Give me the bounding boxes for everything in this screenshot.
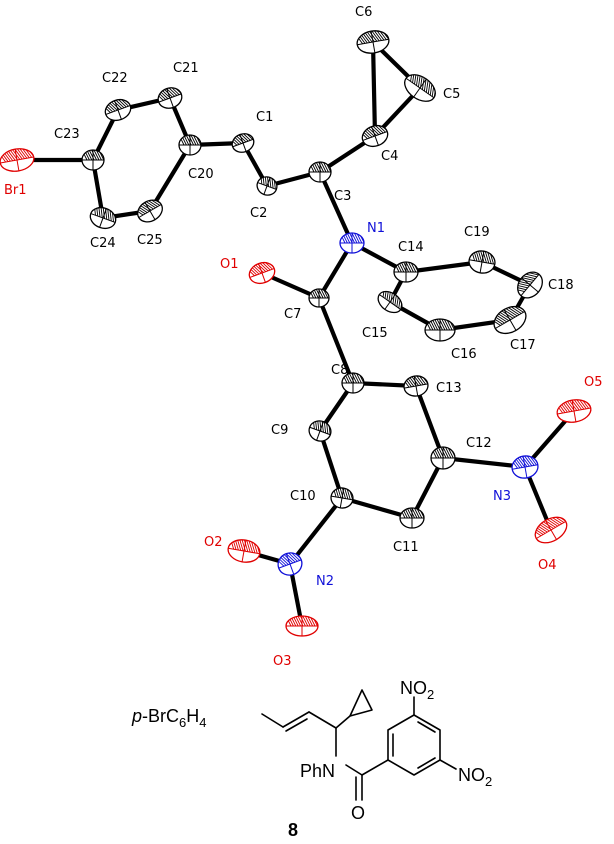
- atom-label-c17: C17: [510, 338, 536, 353]
- atom-c17: [489, 301, 530, 335]
- atom-label-c11: C11: [393, 540, 419, 555]
- scheme-no2-right-bond: [439, 759, 457, 770]
- atom-label-c1: C1: [256, 110, 273, 125]
- atom-br1: [0, 146, 36, 172]
- scheme-aryl-label: p-BrC6H4: [131, 706, 206, 730]
- atom-label-c15: C15: [362, 326, 388, 341]
- scheme-alkene-double: [285, 718, 308, 732]
- scheme-cyclopropyl-ring: [349, 689, 373, 717]
- bond-c12-n3: [440, 455, 528, 470]
- atom-n3: [510, 453, 540, 479]
- atom-o3: [285, 615, 319, 637]
- atom-c22: [102, 96, 134, 122]
- scheme-no2-top: NO2: [400, 678, 434, 702]
- atom-label-c10: C10: [290, 489, 316, 504]
- atom-label-c3: C3: [334, 189, 351, 204]
- scheme-chain-bond: [308, 711, 337, 729]
- atom-c4: [359, 122, 391, 148]
- atom-label-n1: N1: [367, 221, 385, 236]
- atom-c1: [229, 130, 257, 153]
- scheme-no2-right: NO2: [458, 765, 492, 789]
- atom-c20: [178, 134, 202, 156]
- bond-c10-n2: [287, 495, 345, 567]
- atom-label-c13: C13: [436, 381, 462, 396]
- atom-label-c25: C25: [137, 233, 163, 248]
- atom-label-o5: O5: [584, 375, 603, 390]
- scheme-aryl-chain-bond: [261, 713, 284, 728]
- atom-label-c8: C8: [331, 363, 348, 378]
- atom-n2: [274, 550, 305, 576]
- atom-c23: [81, 149, 105, 171]
- atom-label-c4: C4: [381, 149, 398, 164]
- atom-o2: [227, 537, 262, 563]
- ortep-atoms: [0, 28, 593, 637]
- atom-c7: [308, 288, 330, 308]
- atom-label-c19: C19: [464, 225, 490, 240]
- ortep-bonds: [14, 39, 577, 629]
- bond-c7-c8: [316, 295, 356, 386]
- atom-c2: [256, 174, 280, 196]
- atom-label-br1: Br1: [4, 183, 27, 198]
- atom-label-n3: N3: [493, 489, 511, 504]
- atom-c18: [512, 267, 543, 299]
- chemical-scheme: p-BrC6H4 NO2 NO2 PhN O 8: [131, 678, 492, 840]
- scheme-phn-label: PhN: [300, 761, 335, 781]
- atom-c14: [393, 261, 419, 283]
- bond-c20-c25: [147, 142, 193, 214]
- atom-c12: [430, 446, 456, 470]
- atom-o1: [246, 259, 278, 285]
- scheme-ring-double-bond: [417, 721, 436, 733]
- bond-c12-c13: [413, 383, 446, 461]
- atom-c19: [468, 248, 497, 274]
- atom-c21: [155, 84, 185, 109]
- atom-label-c9: C9: [271, 423, 288, 438]
- atom-label-c21: C21: [173, 61, 199, 76]
- bond-c3-n1: [317, 169, 355, 246]
- atom-label-c23: C23: [54, 127, 80, 142]
- atom-label-o2: O2: [204, 535, 223, 550]
- atom-label-c16: C16: [451, 347, 477, 362]
- scheme-carbonyl-n-bond: [345, 764, 363, 776]
- atom-label-c2: C2: [250, 206, 267, 221]
- atom-o4: [530, 511, 571, 544]
- scheme-aryl-carbonyl-bond: [361, 759, 389, 776]
- atom-label-c14: C14: [398, 240, 424, 255]
- scheme-cyclopropyl-bond: [335, 715, 351, 729]
- scheme-ring-double-bond: [417, 757, 436, 769]
- scheme-oxygen-label: O: [351, 803, 365, 823]
- atom-label-o3: O3: [273, 654, 292, 669]
- atom-c6: [355, 28, 391, 54]
- atom-c16: [424, 318, 456, 342]
- atom-label-c18: C18: [548, 278, 574, 293]
- bond-c9-c10: [317, 428, 345, 501]
- atom-c13: [402, 374, 430, 397]
- scheme-benzene-ring: [387, 714, 441, 776]
- atom-c9: [308, 417, 334, 442]
- atom-label-c6: C6: [355, 5, 372, 20]
- atom-c3: [308, 161, 332, 183]
- atom-c15: [377, 287, 405, 314]
- atom-c25: [133, 196, 165, 223]
- atom-label-c12: C12: [466, 436, 492, 451]
- atom-c5: [404, 69, 441, 102]
- bond-c6-c4: [370, 39, 378, 139]
- atom-c24: [89, 204, 119, 230]
- atom-label-c7: C7: [284, 307, 301, 322]
- atom-label-o1: O1: [220, 257, 239, 272]
- atom-label-o4: O4: [538, 558, 557, 573]
- atom-label-c24: C24: [90, 236, 116, 251]
- atom-o5: [555, 397, 593, 423]
- atom-label-c20: C20: [188, 167, 214, 182]
- scheme-alkene-bond: [282, 711, 310, 728]
- atom-c10: [330, 486, 355, 509]
- atom-label-c22: C22: [102, 71, 128, 86]
- atom-c11: [399, 507, 425, 529]
- atom-label-n2: N2: [316, 574, 334, 589]
- compound-number: 8: [288, 820, 298, 840]
- atom-label-c5: C5: [443, 87, 460, 102]
